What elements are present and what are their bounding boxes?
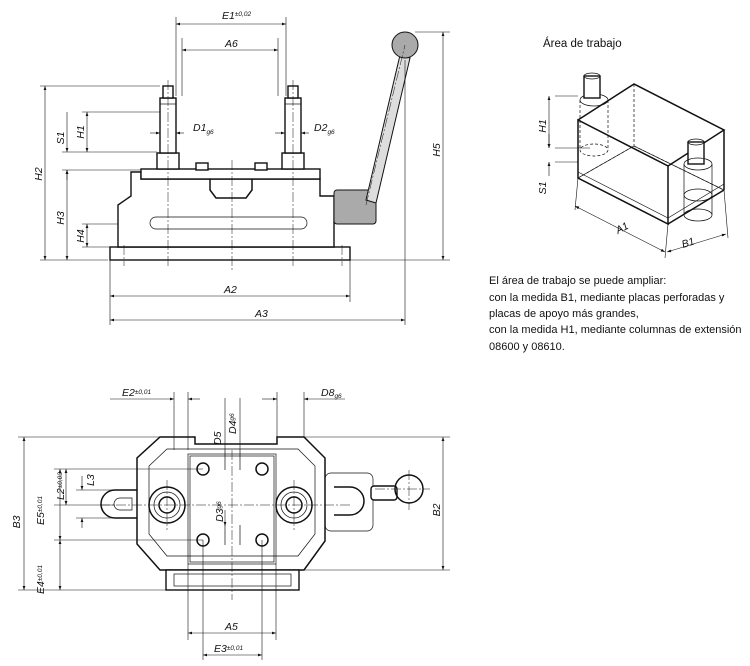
top-block-right <box>254 162 268 171</box>
iso-h1-label: H1 <box>537 119 549 132</box>
top-view: E2±0,01 D8g6 D5 D4g6 D3g6 B3 E5±0,01 E4±… <box>11 387 450 660</box>
work-area-view: Área de trabajo <box>489 37 742 353</box>
top-block-left <box>195 162 209 171</box>
l3-label: L3 <box>85 474 97 486</box>
work-area-note: El área de trabajo se puede ampliar: con… <box>489 275 742 353</box>
h1-label: H1 <box>75 125 87 138</box>
iso-stud-right <box>683 138 713 222</box>
a6-label: A6 <box>224 38 238 50</box>
h5-label: H5 <box>431 143 443 157</box>
e1-label: E1±0,02 <box>222 10 251 22</box>
b3-label: B3 <box>11 515 23 528</box>
vice-body <box>117 171 335 248</box>
s1-label: S1 <box>55 132 67 145</box>
a3-label: A3 <box>254 308 268 320</box>
d3-label: D3g6 <box>214 501 226 522</box>
central-recess <box>209 179 253 199</box>
d8-label: D8g6 <box>321 387 342 400</box>
b2-label: B2 <box>431 503 443 516</box>
top-plate <box>140 168 321 180</box>
note-line: con la medida H1, mediante columnas de e… <box>489 324 742 336</box>
e3-label: E3±0,01 <box>214 643 243 655</box>
e4-label: E4±0,01 <box>35 565 47 594</box>
l2-label: L2±0,03 <box>55 472 67 500</box>
d5-label: D5 <box>212 431 224 445</box>
lever <box>333 31 419 225</box>
top-body-outline <box>136 436 326 571</box>
bottom-rail <box>165 569 300 591</box>
stud-left <box>156 80 180 266</box>
note-line: 08600 y 08610. <box>489 341 565 353</box>
note-line: placas de apoyo más grandes, <box>489 308 639 320</box>
note-line: El área de trabajo se puede ampliar: <box>489 275 666 287</box>
h3-label: H3 <box>55 211 67 225</box>
left-clamp-slot <box>100 489 137 519</box>
e5-label: E5±0,01 <box>35 496 47 525</box>
d1-label: D1g6 <box>193 122 214 136</box>
d4-label: D4g6 <box>227 413 239 434</box>
stud-right <box>281 80 305 266</box>
top-lever <box>324 472 424 532</box>
d2-label: D2g6 <box>314 122 335 136</box>
body-slot <box>149 216 308 230</box>
iso-stud-left <box>579 72 609 157</box>
a5-label: A5 <box>224 621 238 633</box>
work-area-title: Área de trabajo <box>543 37 622 50</box>
h4-label: H4 <box>75 229 87 243</box>
note-line: con la medida B1, mediante placas perfor… <box>489 292 725 304</box>
front-view: E1±0,02 A6 D1g6 D2g6 H2 S1 H3 H1 H4 <box>33 10 450 325</box>
h2-label: H2 <box>33 167 45 181</box>
e2-label: E2±0,01 <box>122 387 151 399</box>
a2-label: A2 <box>223 284 237 296</box>
iso-s1-label: S1 <box>537 182 549 195</box>
iso-a1-label: A1 <box>613 220 631 237</box>
iso-b1-label: B1 <box>680 235 696 250</box>
base-plate <box>109 246 351 261</box>
